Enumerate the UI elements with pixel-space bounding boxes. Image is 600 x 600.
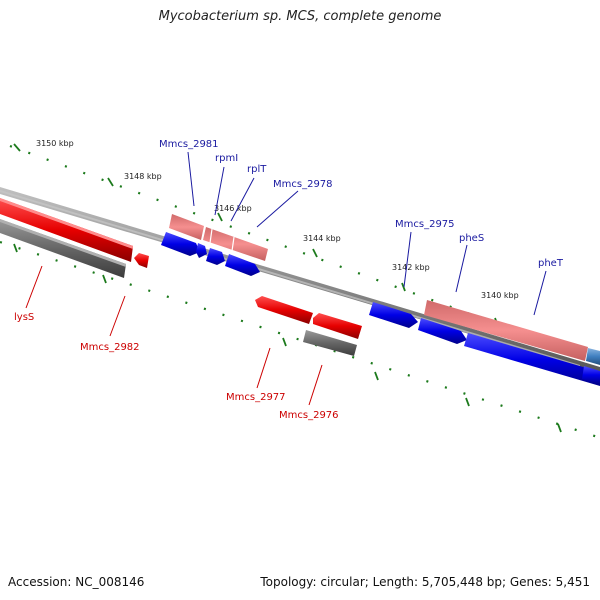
gene-label-mmcs2982[interactable]: Mmcs_2982 — [80, 342, 140, 353]
scale-label: 3150 kbp — [36, 139, 74, 148]
pseudogene-top — [0, 219, 126, 267]
gene-label-mmcs2981[interactable]: Mmcs_2981 — [159, 139, 219, 150]
rna-gene-phe[interactable] — [424, 300, 588, 361]
gene-mmcs2981-arrow[interactable] — [161, 232, 200, 256]
rna-gene-upper-2[interactable] — [203, 227, 268, 261]
pseudogene-mmcs2976[interactable] — [303, 330, 357, 356]
gene-lysS-top — [0, 198, 133, 249]
gene-rpmI-arrow[interactable] — [196, 243, 207, 258]
gene-label-mmcs2977[interactable]: Mmcs_2977 — [226, 392, 286, 403]
genome-summary-text: Topology: circular; Length: 5,705,448 bp… — [260, 575, 590, 589]
gene-mmcs2976-arrow[interactable] — [313, 313, 362, 339]
gene-label-mmcs2978[interactable]: Mmcs_2978 — [273, 179, 333, 190]
inner-tick-ring — [0, 240, 600, 439]
gene-pheS-arrow[interactable] — [418, 318, 467, 344]
scale-label: 3140 kbp — [481, 291, 519, 300]
reverse-label-leaders — [25, 265, 323, 406]
rna-gene-upper-1[interactable] — [169, 214, 204, 240]
gene-label-pheT[interactable]: pheT — [538, 258, 564, 269]
forward-label-leaders — [187, 151, 547, 316]
gene-lysS-arrow[interactable] — [0, 198, 133, 262]
gene-next-arrow[interactable] — [582, 366, 600, 384]
scale-label: 3148 kbp — [124, 172, 162, 181]
scale-label: 3146 kbp — [214, 204, 252, 213]
gene-mmcs2978-arrow[interactable] — [225, 254, 260, 276]
gene-rplT-arrow[interactable] — [206, 248, 225, 265]
gene-pheT-arrow[interactable] — [464, 333, 600, 386]
map-title: Mycobacterium sp. MCS, complete genome — [158, 9, 442, 24]
gene-label-mmcs2975[interactable]: Mmcs_2975 — [395, 219, 455, 230]
gene-label-mmcs2976[interactable]: Mmcs_2976 — [279, 410, 339, 421]
gene-label-rpmI[interactable]: rpmI — [215, 153, 238, 164]
gene-label-pheS[interactable]: pheS — [459, 233, 484, 244]
scale-label: 3142 kbp — [392, 263, 430, 272]
accession-text: Accession: NC_008146 — [8, 575, 145, 589]
gene-mmcs2975-arrow[interactable] — [369, 302, 418, 328]
gene-label-lysS[interactable]: lysS — [14, 312, 34, 323]
outer-tick-ring — [9, 143, 600, 363]
gene-mmcs2977-arrow[interactable] — [255, 296, 313, 324]
gene-label-rplT[interactable]: rplT — [247, 164, 267, 175]
gene-mmcs2982-small[interactable] — [134, 253, 149, 268]
pseudogene-mmcs2982[interactable] — [0, 219, 126, 278]
steel-gene-edge[interactable] — [586, 348, 600, 365]
scale-label: 3144 kbp — [303, 234, 341, 243]
